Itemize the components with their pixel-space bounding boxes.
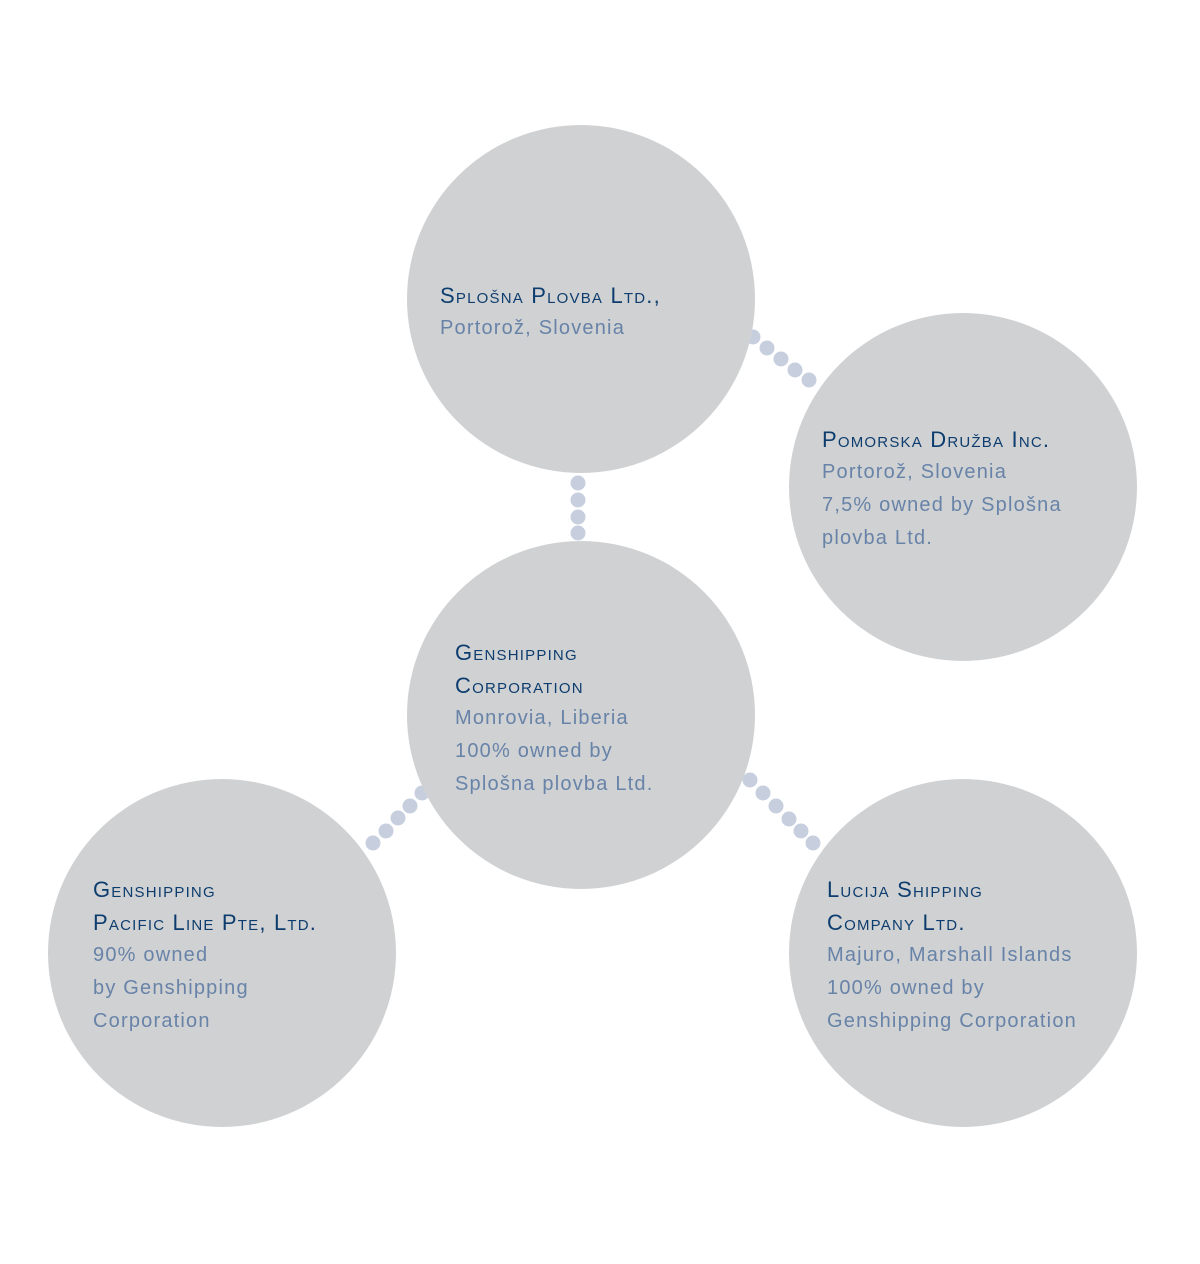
- company-detail-line-3: plovba Ltd.: [822, 527, 934, 549]
- connector-genshipping-lucija: [742, 772, 821, 851]
- company-detail-line-2: 100% owned by: [827, 977, 985, 999]
- company-name-line-2: Company Ltd.: [827, 910, 966, 935]
- company-detail-line-3: Genshipping Corporation: [827, 1010, 1077, 1032]
- node-genshipping-pacific-line: Genshipping Pacific Line Pte, Ltd. 90% o…: [48, 779, 396, 1127]
- connector-splosna-genshipping: [570, 475, 586, 541]
- company-detail-line-2: 7,5% owned by Splošna: [822, 494, 1062, 516]
- company-detail-line-1: Monrovia, Liberia: [455, 707, 629, 729]
- company-name-line-1: Genshipping: [455, 640, 578, 665]
- connector-genshipping-pacific: [365, 785, 430, 851]
- node-lucija-shipping: Lucija Shipping Company Ltd. Majuro, Mar…: [789, 779, 1137, 1127]
- company-name-line-1: Splošna Plovba Ltd.,: [440, 283, 661, 308]
- node-label: Genshipping Corporation Monrovia, Liberi…: [455, 636, 653, 801]
- node-splosna-plovba: Splošna Plovba Ltd., Portorož, Slovenia: [407, 125, 755, 473]
- company-name-line-1: Lucija Shipping: [827, 877, 984, 902]
- company-detail-line-2: 100% owned by: [455, 740, 613, 762]
- node-label: Lucija Shipping Company Ltd. Majuro, Mar…: [827, 873, 1077, 1038]
- company-detail-line-3: Splošna plovba Ltd.: [455, 773, 654, 795]
- company-name-line-1: Pomorska Družba Inc.: [822, 427, 1051, 452]
- company-detail-line-1: Portorož, Slovenia: [440, 317, 626, 339]
- node-label: Splošna Plovba Ltd., Portorož, Slovenia: [440, 279, 661, 345]
- company-name-line-2: Pacific Line Pte, Ltd.: [93, 910, 318, 935]
- company-detail-line-1: Majuro, Marshall Islands: [827, 944, 1073, 966]
- node-genshipping-corporation: Genshipping Corporation Monrovia, Liberi…: [407, 541, 755, 889]
- node-label: Genshipping Pacific Line Pte, Ltd. 90% o…: [93, 873, 317, 1038]
- node-pomorska-druzba: Pomorska Družba Inc. Portorož, Slovenia …: [789, 313, 1137, 661]
- connector-splosna-pomorska: [745, 329, 817, 388]
- node-label: Pomorska Družba Inc. Portorož, Slovenia …: [822, 423, 1062, 555]
- company-detail-line-1: 90% owned: [93, 944, 209, 966]
- company-name-line-1: Genshipping: [93, 877, 216, 902]
- company-detail-line-3: Corporation: [93, 1010, 211, 1032]
- company-detail-line-2: by Genshipping: [93, 977, 249, 999]
- company-detail-line-1: Portorož, Slovenia: [822, 461, 1008, 483]
- company-name-line-2: Corporation: [455, 673, 584, 698]
